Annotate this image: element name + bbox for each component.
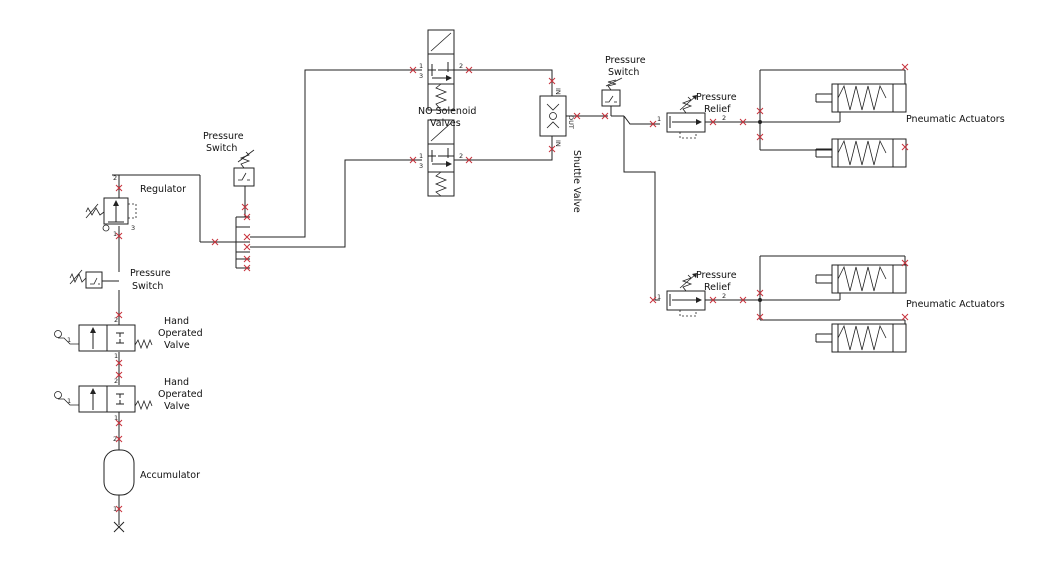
relief-bottom-port-1: 1 [657,293,661,301]
pressure-relief-bottom-symbol: 1 2 [657,273,726,317]
solenoid-valve-bottom-symbol: 1 3 2 [419,119,463,197]
solenoid-output-lines [454,69,553,161]
accumulator-port-1: 1 [113,505,117,513]
shuttle-valve-label: Shuttle Valve [571,150,582,213]
accumulator-port-2: 2 [113,435,117,443]
pressure-relief-bottom-label-2: Relief [704,282,731,293]
pressure-relief-top-label-1: Pressure [696,92,737,103]
solenoid-bottom-port-2: 2 [459,152,463,160]
hand-valve-2-symbol: 2 1 1 [54,377,153,422]
pressure-switch-mid-label-2: Switch [206,143,237,154]
regulator-label: Regulator [140,184,186,195]
relief-top-port-1: 1 [657,115,661,123]
hand-valve-2-lever-1: 1 [67,397,71,405]
hand-valve-1-symbol: 2 1 1 [54,316,153,360]
solenoid-valves-label-2: Valves [430,118,461,129]
relief-top-port-2: 2 [722,114,726,122]
output-distribution-lines [611,115,660,301]
solenoid-valve-top-symbol: 1 3 2 [419,29,463,111]
hand-valve-2-port-2: 2 [114,377,118,385]
actuator-top-1 [815,83,907,113]
solenoid-valves-label-1: NO Solenoid [418,106,476,117]
pressure-relief-top-symbol: 1 2 [657,95,726,139]
accumulator-label: Accumulator [140,470,200,481]
shuttle-port-in-bottom: IN [554,140,562,147]
shuttle-port-out: OUT [567,115,575,129]
hand-valve-2-label-2: Operated [158,389,203,400]
pressure-switch-left-symbol [69,269,103,289]
regulator-port-1: 1 [113,230,117,238]
regulator-port-3: 3 [131,224,135,232]
hand-valve-2-port-1: 1 [114,414,118,422]
relief-bottom-port-2: 2 [722,292,726,300]
actuator-bottom-2 [815,320,907,353]
hand-valve-2-label-3: Valve [164,401,190,412]
hand-valve-1-port-1: 1 [114,352,118,360]
hand-valve-1-label-3: Valve [164,340,190,351]
hand-valve-1-label-2: Operated [158,328,203,339]
hand-valve-1-lever-1: 1 [67,336,71,344]
regulator-symbol: 2 1 3 [85,174,137,238]
pressure-switch-right-label-1: Pressure [605,55,646,66]
solenoid-top-port-1: 1 [419,62,423,70]
regulator-port-2: 2 [113,174,117,182]
main-supply-line [100,174,125,533]
shuttle-valve-symbol: IN OUT IN [539,88,608,147]
solenoid-bottom-port-3: 3 [419,162,423,170]
hand-valve-1-port-2: 2 [114,316,118,324]
solenoid-top-port-2: 2 [459,62,463,70]
actuators-top-label: Pneumatic Actuators [906,114,1005,125]
hand-valve-1-label-1: Hand [164,316,189,327]
actuator-top-2 [815,138,907,168]
pressure-switch-left-label-2: Switch [132,281,163,292]
actuators-bottom-label: Pneumatic Actuators [906,299,1005,310]
hand-valve-2-label-1: Hand [164,377,189,388]
pressure-switch-right-symbol [601,77,623,116]
actuator-lines-bottom [705,255,906,321]
solenoid-feed-lines [250,69,422,248]
solenoid-bottom-port-1: 1 [419,152,423,160]
actuator-bottom-1 [815,264,907,294]
manifold [235,186,250,269]
supply-to-manifold [119,174,236,243]
solenoid-top-port-3: 3 [419,72,423,80]
pressure-relief-top-label-2: Relief [704,104,731,115]
pressure-switch-mid-label-1: Pressure [203,131,244,142]
shuttle-port-in-top: IN [554,88,562,95]
accumulator-symbol: 2 1 [103,435,135,513]
port-markers [115,63,909,513]
pressure-switch-right-label-2: Switch [608,67,639,78]
pressure-relief-bottom-label-1: Pressure [696,270,737,281]
pressure-switch-mid-symbol [233,149,255,187]
pressure-switch-left-label-1: Pressure [130,268,171,279]
